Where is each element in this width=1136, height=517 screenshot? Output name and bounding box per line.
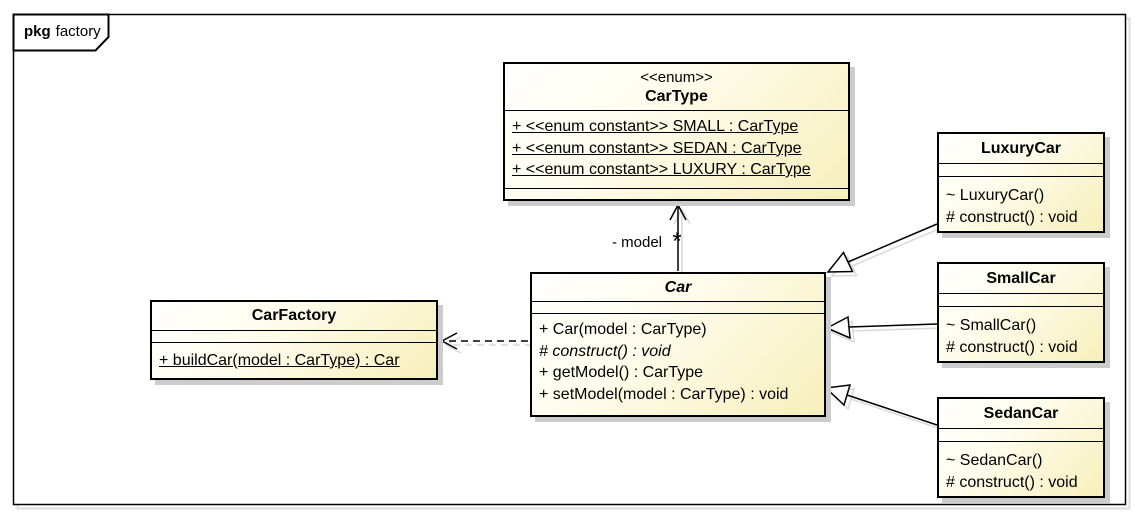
class-car[interactable]: Car + Car(model : CarType) # construct()… (530, 272, 826, 417)
class-sedancar-name: SedanCar (983, 404, 1059, 422)
class-cartype-attributes: + <<enum constant>> SMALL : CarType + <<… (505, 110, 848, 188)
association-role-label: - model (612, 234, 663, 251)
association-multiplicity: * (672, 228, 682, 255)
class-cartype-name: CarType (645, 87, 708, 105)
operation: + setModel(model : CarType) : void (539, 385, 789, 403)
class-smallcar[interactable]: SmallCar ~ SmallCar() # construct() : vo… (937, 262, 1105, 363)
class-cartype-stereotype: <<enum>> (640, 68, 713, 86)
generalization-arrowhead-icon (826, 251, 854, 273)
operation: ~ LuxuryCar() (946, 187, 1045, 204)
operation: # construct() : void (946, 208, 1078, 226)
operation: ~ SedanCar() (946, 452, 1043, 469)
dependency-arrowhead-icon (440, 332, 458, 350)
class-smallcar-header: SmallCar (939, 264, 1103, 293)
package-tab-keyword: pkg (24, 23, 51, 40)
package-tab-name: factory (55, 23, 101, 40)
class-sedancar-operations: ~ SedanCar() # construct() : void (939, 441, 1103, 496)
association-car-to-cartype[interactable] (669, 203, 687, 271)
class-carfactory-header: CarFactory (152, 302, 436, 330)
generalization-smallcar-to-car[interactable] (825, 315, 938, 340)
class-carfactory-attributes-empty (152, 330, 436, 342)
class-luxurycar-operations: ~ LuxuryCar() # construct() : void (939, 176, 1103, 231)
class-sedancar[interactable]: SedanCar ~ SedanCar() # construct() : vo… (937, 397, 1105, 498)
class-carfactory-operations: + buildCar(model : CarType) : Car (152, 342, 436, 378)
class-car-header: Car (532, 274, 824, 301)
attribute: + <<enum constant>> LUXURY : CarType (512, 161, 811, 178)
class-carfactory-name: CarFactory (251, 307, 337, 324)
generalization-sedancar-to-car[interactable] (824, 384, 938, 426)
class-car-attributes-empty (532, 301, 824, 313)
attribute: + <<enum constant>> SMALL : CarType (512, 118, 799, 135)
class-carfactory[interactable]: CarFactory + buildCar(model : CarType) :… (150, 300, 438, 380)
generalization-arrowhead-icon (825, 315, 851, 340)
operation: ~ SmallCar() (946, 317, 1037, 334)
class-smallcar-operations: ~ SmallCar() # construct() : void (939, 306, 1103, 361)
operation: # construct() : void (946, 338, 1078, 356)
class-car-operations: + Car(model : CarType) # construct() : v… (532, 313, 824, 415)
attribute: + <<enum constant>> SEDAN : CarType (512, 139, 802, 157)
class-smallcar-attributes-empty (939, 293, 1103, 306)
operation: + getModel() : CarType (539, 364, 704, 381)
operation: # construct() : void (946, 473, 1078, 491)
package-tab (12, 13, 110, 52)
association-arrowhead-icon (669, 203, 687, 221)
operation: + buildCar(model : CarType) : Car (159, 352, 400, 369)
class-cartype[interactable]: <<enum>> CarType + <<enum constant>> SMA… (503, 62, 850, 201)
operation: + Car(model : CarType) (539, 321, 707, 338)
generalization-luxurycar-to-car[interactable] (826, 223, 938, 273)
class-luxurycar-name: LuxuryCar (980, 139, 1062, 157)
class-sedancar-header: SedanCar (939, 399, 1103, 428)
dependency-car-to-carfactory[interactable] (440, 332, 528, 350)
connector-shadows (444, 207, 942, 430)
operation: # construct() : void (539, 342, 671, 360)
class-smallcar-name: SmallCar (986, 269, 1056, 287)
class-luxurycar-attributes-empty (939, 163, 1103, 176)
class-luxurycar-header: LuxuryCar (939, 134, 1103, 163)
class-car-name: Car (664, 278, 692, 296)
class-sedancar-attributes-empty (939, 428, 1103, 441)
generalization-arrowhead-icon (824, 384, 852, 407)
class-cartype-header: <<enum>> CarType (505, 64, 848, 110)
class-cartype-operations-empty (505, 188, 848, 199)
class-luxurycar[interactable]: LuxuryCar ~ LuxuryCar() # construct() : … (937, 132, 1105, 233)
